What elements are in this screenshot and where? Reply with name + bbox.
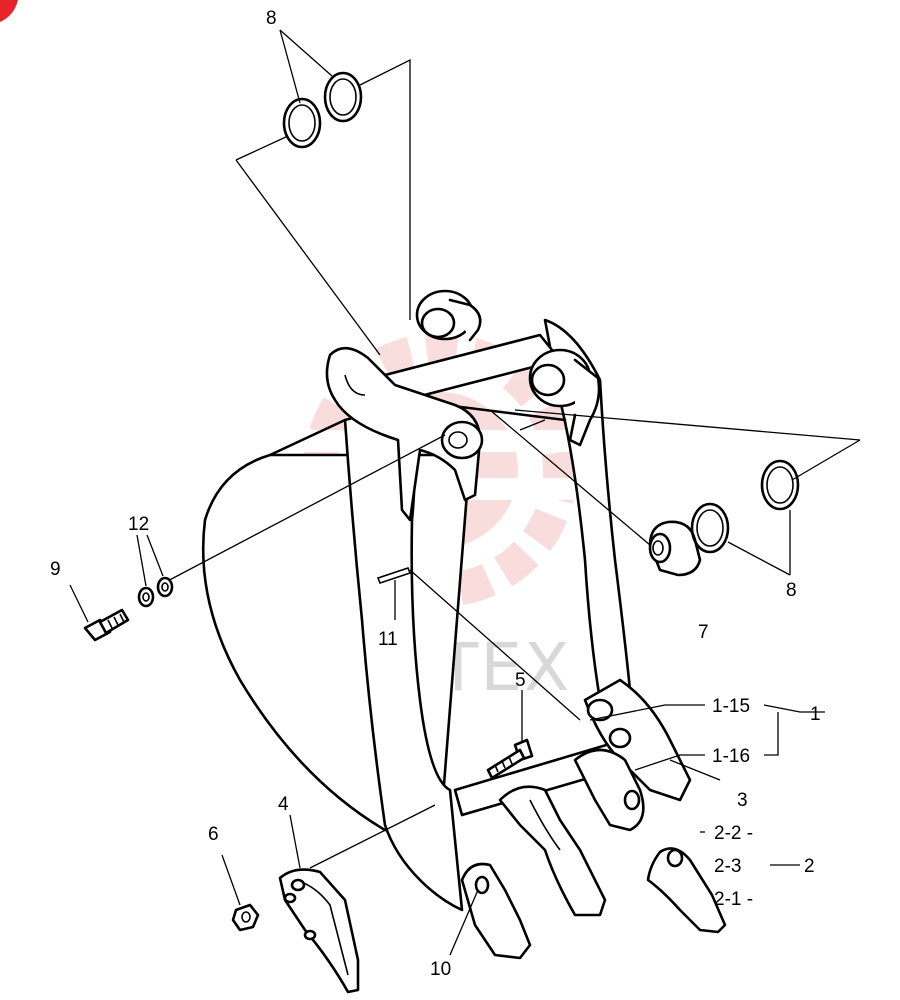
label-4: 4 [278,794,289,815]
tooth-adapter-right [573,748,645,832]
label-7: 7 [698,622,709,643]
label-3: 3 [737,790,748,811]
label-6: 6 [208,824,219,845]
label-8-right: 8 [786,580,797,601]
nut-6 [231,903,260,932]
bolt-5 [486,738,534,780]
tooth-adapter-center [498,785,607,917]
label-9: 9 [50,559,61,580]
tooth-point-2 [646,847,727,934]
label-2-1: 2-1 - [714,889,753,910]
retaining-ring-right-1 [690,502,730,554]
label-1-16: 1-16 [712,746,750,767]
label-10: 10 [430,959,451,980]
label-2: 2 [804,856,815,877]
front-pin-boss [440,420,484,460]
left-boss-bracket [325,346,482,522]
corner-mark [0,0,18,22]
bolt-9 [83,608,130,642]
top-pin-boss-right [528,348,601,447]
side-cutter-4 [278,868,360,994]
washer-12b [156,576,174,598]
label-2-3: 2-3 [714,856,741,877]
pin-11 [376,567,412,584]
retaining-ring-top-left [282,97,322,149]
tooth-adapter-left [460,862,532,960]
label-2-2: 2-2 - [714,823,753,844]
retaining-ring-top-right [323,71,363,123]
washer-12a [137,586,155,608]
label-11: 11 [378,629,398,650]
label-12: 12 [128,514,149,535]
top-pin-boss-left [415,289,482,342]
label-8-top: 8 [266,8,277,29]
side-cutter-3 [583,678,692,802]
label-5: 5 [515,670,526,691]
bushing-7 [648,520,702,577]
retaining-ring-right-2 [760,459,800,511]
label-1: 1 [810,704,821,725]
label-1-15: 1-15 [712,696,750,717]
